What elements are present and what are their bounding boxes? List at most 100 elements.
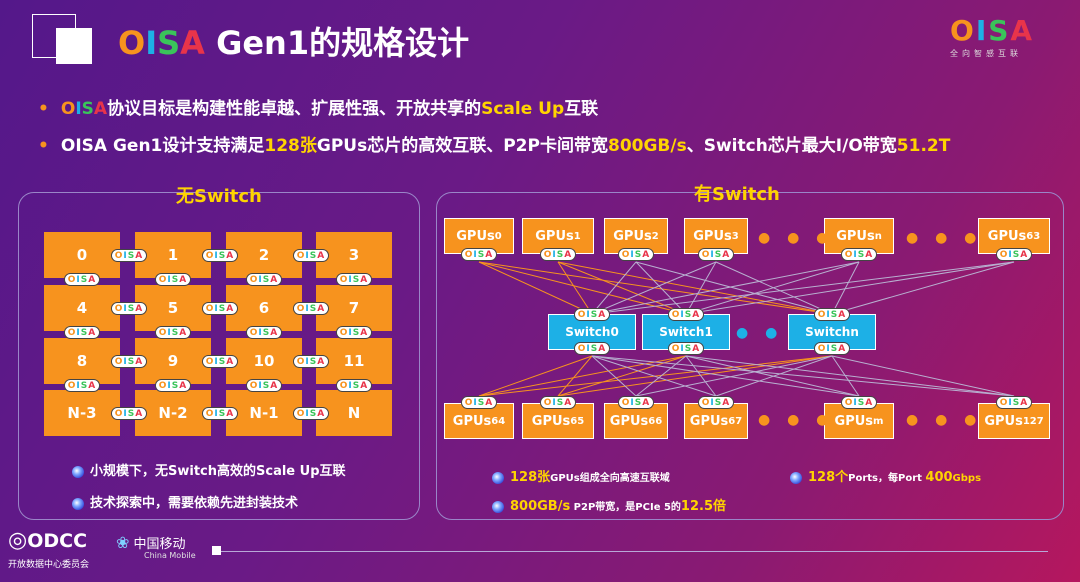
gpu-cell: 5: [135, 285, 211, 331]
footer-divider: [212, 551, 1048, 552]
link-line: [478, 355, 593, 397]
link-line: [478, 261, 687, 315]
link-line: [478, 261, 593, 315]
gpu-cell: 1: [135, 232, 211, 278]
link-line: [591, 355, 637, 397]
link-line: [635, 355, 687, 397]
switch-node: Switchn: [788, 314, 876, 350]
gpu-cell: N-3: [44, 390, 120, 436]
gpu-cell: 9: [135, 338, 211, 384]
gpu-cell: 8: [44, 338, 120, 384]
bullet-orb-icon: [492, 500, 504, 513]
link-line: [831, 355, 1015, 397]
ellipsis-dots: ● ● ●: [758, 230, 835, 246]
china-mobile-icon: ❀: [116, 533, 130, 552]
bullet-orb-icon: [72, 497, 84, 510]
bullet-orb-icon: [72, 465, 84, 478]
link-line: [591, 261, 1015, 315]
bullet-orb-icon: [492, 471, 504, 484]
link-line: [635, 261, 833, 315]
link-line: [635, 261, 687, 315]
logo-subtitle: 全向智感互联: [950, 49, 1022, 58]
link-line: [557, 355, 593, 397]
gpu-cell: 0: [44, 232, 120, 278]
gpu-cell: 4: [44, 285, 120, 331]
corner-filled-square: [56, 28, 92, 64]
link-line: [685, 261, 1015, 315]
link-line: [557, 261, 593, 315]
link-line: [478, 355, 687, 397]
link-line: [635, 355, 833, 397]
gpu-cell: N-1: [226, 390, 302, 436]
slide-title: OISA Gen1的规格设计: [118, 24, 470, 62]
link-line: [685, 261, 860, 315]
link-line: [557, 355, 833, 397]
link-line: [478, 261, 833, 315]
ellipsis-dots: ● ● ●: [906, 230, 983, 246]
link-line: [591, 355, 860, 397]
bullet-2: •OISA Gen1设计支持满足128张GPUs芯片的高效互联、P2P卡间带宽8…: [38, 136, 951, 156]
odcc-logo: ◎ODCC: [8, 528, 88, 553]
odcc-swirl-icon: ◎: [8, 528, 28, 553]
link-line: [831, 355, 860, 397]
switch-note-2: 128个Ports，每Port 400Gbps: [790, 466, 981, 485]
bullet-orb-icon: [790, 471, 802, 484]
gpu-cell: N-2: [135, 390, 211, 436]
china-mobile-logo: ❀ 中国移动: [116, 533, 186, 552]
oisa-logo: OISA 全向智感互联: [950, 16, 1050, 59]
link-line: [591, 355, 717, 397]
gpu-cell: 6: [226, 285, 302, 331]
link-line: [591, 261, 860, 315]
ellipsis-dots: ● ● ●: [736, 325, 813, 341]
gpu-cell: 10: [226, 338, 302, 384]
odcc-subtitle: 开放数据中心委员会: [8, 560, 90, 570]
switch-title: 有Switch: [694, 184, 780, 205]
link-line: [685, 261, 717, 315]
switch-panel: [436, 192, 1064, 520]
link-line: [591, 355, 1015, 397]
bullet-1: •OISA协议目标是构建性能卓越、扩展性强、开放共享的Scale Up互联: [38, 99, 599, 119]
no-switch-note-2: 技术探索中，需要依赖先进封装技术: [72, 492, 298, 511]
china-mobile-subtitle: China Mobile: [144, 551, 196, 560]
no-switch-panel: [18, 192, 420, 520]
link-line: [591, 261, 717, 315]
link-line: [685, 355, 860, 397]
no-switch-title: 无Switch: [176, 186, 262, 207]
link-line: [591, 261, 637, 315]
